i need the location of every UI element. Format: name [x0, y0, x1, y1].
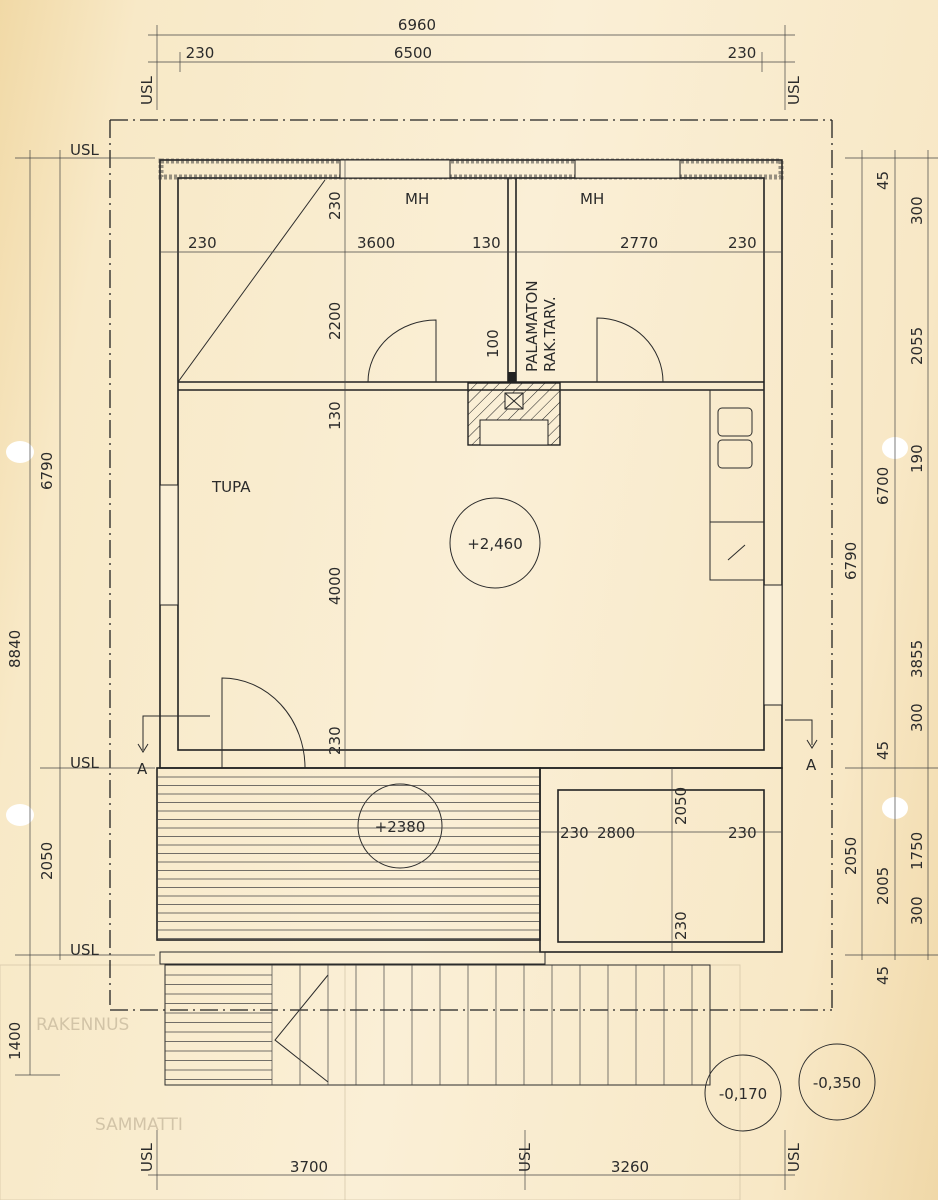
dim: 230 — [188, 234, 217, 252]
level-terrace: +2380 — [375, 818, 426, 836]
dim: 230 — [672, 911, 690, 940]
room-label-bedroom-1: MH — [405, 190, 429, 208]
dim-right: 6700 — [874, 467, 892, 505]
fireplace — [467, 382, 561, 446]
dim: 230 — [326, 191, 344, 220]
room-label-living: TUPA — [211, 478, 251, 496]
dim: 4000 — [326, 567, 344, 605]
level-ground-2: -0,350 — [813, 1074, 861, 1092]
dim-top-right: 230 — [728, 44, 757, 62]
usl-label: USL — [70, 141, 100, 159]
dim: 2050 — [672, 787, 690, 825]
bottom-dimensions: 3700 3260 USL USL USL — [138, 1130, 803, 1190]
doors — [221, 317, 664, 769]
usl-label: USL — [70, 754, 100, 772]
section-mark-a: A — [806, 756, 817, 774]
section-mark-a: A — [137, 760, 148, 778]
dim: 2200 — [326, 302, 344, 340]
dim: 2800 — [597, 824, 635, 842]
dim-total-depth: 8840 — [6, 630, 24, 668]
room-label-bedroom-2: MH — [580, 190, 604, 208]
dim-terrace-depth: 2050 — [38, 842, 56, 880]
usl-label: USL — [70, 941, 100, 959]
faint-text-place: SAMMATTI — [95, 1115, 183, 1135]
dim: 2770 — [620, 234, 658, 252]
interior-dimensions: 230 3600 130 2770 230 230 2200 130 4000 … — [160, 160, 782, 768]
dim: 230 — [728, 824, 757, 842]
dim-right: 2050 — [842, 837, 860, 875]
dim-house-depth: 6790 — [38, 452, 56, 490]
faint-text-building: RAKENNUS — [36, 1015, 129, 1035]
dim-right: 300 — [908, 703, 926, 732]
top-dimensions: 6960 230 6500 230 USL USL — [138, 16, 803, 110]
dim-right: 2005 — [874, 867, 892, 905]
dim: 230 — [560, 824, 589, 842]
dim-right: 45 — [874, 171, 892, 190]
dim-right: 3855 — [908, 640, 926, 678]
dim: 100 — [484, 329, 502, 358]
terrace-deck — [156, 767, 541, 941]
entrance-steps — [159, 951, 711, 1086]
dim-right: 45 — [874, 741, 892, 760]
usl-label: USL — [516, 1142, 534, 1172]
right-dimensions: 6790 2050 45 6700 45 2005 45 300 2055 19… — [842, 150, 938, 985]
note-line-2: RAK.TARV. — [541, 296, 559, 372]
left-dimensions: 8840 6790 2050 1400 USL USL USL — [6, 141, 155, 1076]
dim-bottom-right: 3260 — [611, 1158, 649, 1176]
level-markers: +2,460 +2380 -0,170 -0,350 — [357, 497, 876, 1132]
dim-right: 300 — [908, 896, 926, 925]
dim: 3600 — [357, 234, 395, 252]
usl-label: USL — [785, 1142, 803, 1172]
usl-label: USL — [785, 75, 803, 105]
dim-overall-width: 6960 — [398, 16, 436, 34]
walls — [158, 158, 784, 769]
dim: 230 — [728, 234, 757, 252]
faint-title-block: RAKENNUS SAMMATTI — [0, 964, 741, 1200]
usl-label: USL — [138, 1142, 156, 1172]
annex-room: 230 2800 230 2050 230 — [539, 767, 783, 953]
note-line-1: PALAMATON — [523, 280, 541, 372]
dim: 130 — [472, 234, 501, 252]
punch-holes — [6, 437, 908, 826]
usl-label: USL — [138, 75, 156, 105]
kitchen-counter — [709, 389, 765, 581]
foundation-outline — [109, 119, 833, 1011]
dim-steps-depth: 1400 — [6, 1022, 24, 1060]
dim: 130 — [326, 401, 344, 430]
dim-right: 300 — [908, 196, 926, 225]
level-floor: +2,460 — [467, 535, 523, 553]
dim-right: 45 — [874, 966, 892, 985]
dim-top-middle: 6500 — [394, 44, 432, 62]
dim-right: 2055 — [908, 327, 926, 365]
dim-right: 6790 — [842, 542, 860, 580]
dim-top-left: 230 — [186, 44, 215, 62]
dim-right: 1750 — [908, 832, 926, 870]
level-ground-1: -0,170 — [719, 1085, 767, 1103]
dim: 230 — [326, 726, 344, 755]
dim-right: 190 — [908, 444, 926, 473]
dim-bottom-left: 3700 — [290, 1158, 328, 1176]
section-marks: A A — [137, 715, 818, 778]
